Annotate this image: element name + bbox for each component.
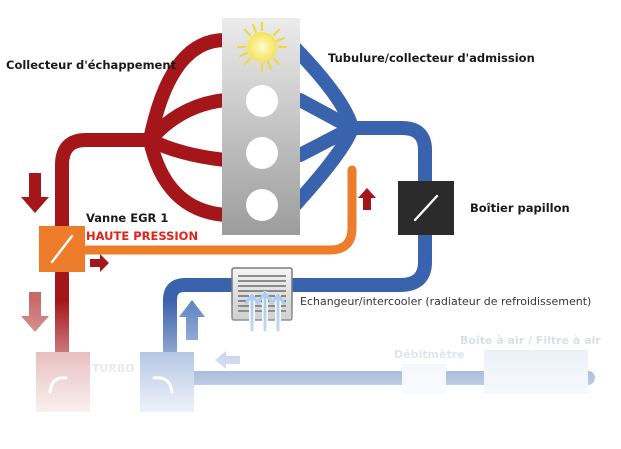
flow-arrow-icon bbox=[21, 173, 49, 213]
flow-arrow-icon bbox=[90, 188, 376, 272]
mass-airflow-label: Débitmètre bbox=[394, 348, 465, 361]
cylinder-icon bbox=[246, 189, 278, 221]
throttle-body-label: Boîtier papillon bbox=[470, 201, 570, 215]
flow-arrow-icon bbox=[179, 300, 205, 340]
air-box-label: Boîte à air / Filtre à air bbox=[460, 334, 601, 347]
turbo-label: TURBO bbox=[92, 362, 135, 375]
egr-valve-icon bbox=[50, 234, 74, 264]
cylinder-icon bbox=[246, 137, 278, 169]
cylinder-icon bbox=[246, 85, 278, 117]
sun-icon bbox=[236, 21, 288, 73]
flow-arrow-icon bbox=[21, 292, 49, 332]
engine-block bbox=[222, 18, 300, 235]
throttle-valve-icon bbox=[413, 194, 439, 222]
intercooler bbox=[231, 267, 293, 333]
intake-manifold-label: Tubulure/collecteur d'admission bbox=[328, 51, 535, 65]
throttle-body bbox=[398, 181, 454, 235]
intercooler-label: Echangeur/intercooler (radiateur de refr… bbox=[300, 295, 591, 308]
exhaust-manifold-label: Collecteur d'échappement bbox=[6, 58, 177, 72]
egr-line bbox=[81, 165, 357, 255]
egr-valve bbox=[39, 226, 85, 272]
egr-valve-label: Vanne EGR 1 bbox=[86, 211, 168, 225]
flow-arrow-icon bbox=[215, 351, 240, 369]
turbo bbox=[36, 352, 194, 412]
egr-pressure-label: HAUTE PRESSION bbox=[86, 229, 198, 243]
